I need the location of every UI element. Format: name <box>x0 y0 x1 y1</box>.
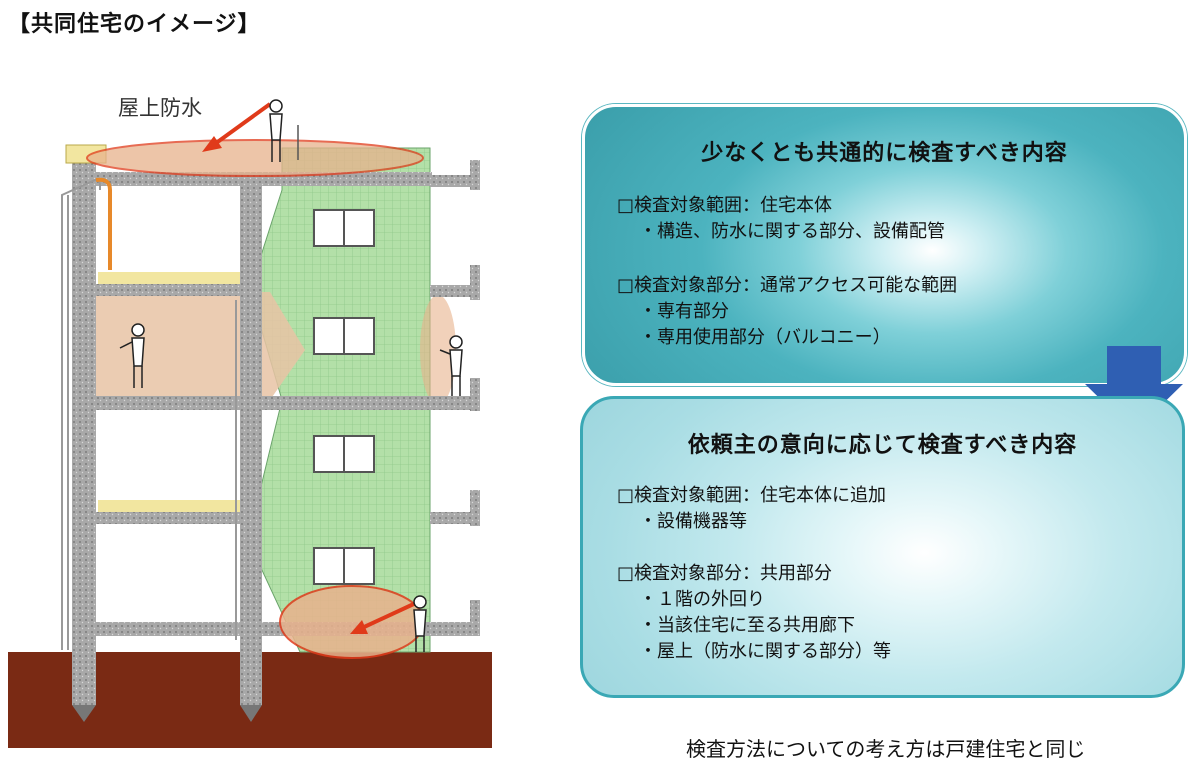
requested-inspection-heading: 依頼主の意向に応じて検査すべき内容 <box>687 433 1078 458</box>
request-line-roof: ・屋上（防水に関する部分）等 <box>639 641 891 662</box>
common-line-part: □検査対象部分：通常アクセス可能な範囲 <box>617 275 958 296</box>
common-inspection-heading: 少なくとも共通的に検査すべき内容 <box>701 141 1068 166</box>
balconies <box>430 160 480 636</box>
footer-note: 検査方法についての考え方は戸建住宅と同じ <box>686 737 1086 761</box>
request-line-corridor: ・当該住宅に至る共用廊下 <box>639 615 855 636</box>
request-line-range: □検査対象範囲：住宅本体に追加 <box>617 485 887 506</box>
roof-waterproof-label: 屋上防水 <box>118 96 202 120</box>
windows <box>313 209 375 585</box>
balcony-highlight <box>420 295 456 405</box>
request-line-exterior: ・１階の外回り <box>639 589 765 610</box>
request-line-equipment: ・設備機器等 <box>639 511 747 532</box>
common-line-range: □検査対象範囲：住宅本体 <box>617 195 833 216</box>
columns <box>65 144 262 722</box>
roof-drain <box>95 177 112 270</box>
common-line-structure: ・構造、防水に関する部分、設備配管 <box>639 221 945 242</box>
down-arrow-icon <box>1085 346 1183 432</box>
inspector-figures <box>119 99 463 652</box>
requested-inspection-box: 依頼主の意向に応じて検査すべき内容 □検査対象範囲：住宅本体に追加 ・設備機器等… <box>580 396 1185 698</box>
request-line-part: □検査対象部分：共用部分 <box>617 563 833 584</box>
building-illustration <box>8 99 492 748</box>
roof-highlight <box>86 139 424 177</box>
private-unit-highlight <box>95 292 305 400</box>
common-inspection-box: 少なくとも共通的に検査すべき内容 □検査対象範囲：住宅本体 ・構造、防水に関する… <box>582 104 1187 386</box>
common-line-balcony: ・専用使用部分（バルコニー） <box>639 327 891 348</box>
ground-floor-highlight <box>279 585 425 659</box>
inspection-arrows <box>202 102 419 634</box>
common-line-private: ・専有部分 <box>639 301 729 322</box>
page-title: 【共同住宅のイメージ】 <box>8 12 261 37</box>
